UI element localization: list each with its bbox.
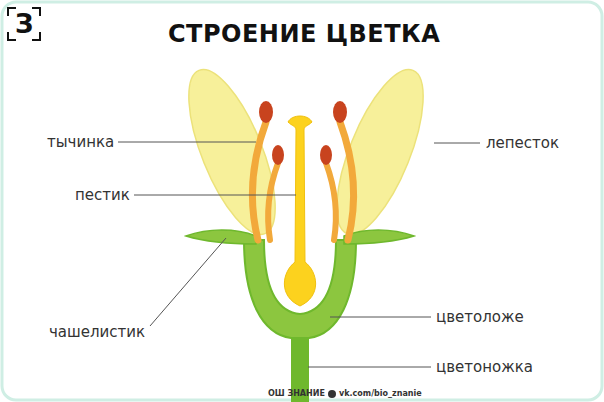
part-label: цветоложе xyxy=(436,309,524,326)
part-label: чашелистик xyxy=(49,324,145,341)
stamen-filament xyxy=(326,163,336,240)
leader-lines xyxy=(118,142,480,367)
pistil xyxy=(284,116,315,306)
vk-icon xyxy=(328,390,336,398)
logo-bracket xyxy=(8,8,40,40)
footer-text: ОШ ЗНАНИЕ xyxy=(268,390,325,399)
sepal xyxy=(186,230,256,244)
part-label: тычинка xyxy=(47,134,114,151)
logo-letter: З xyxy=(15,10,33,39)
sepal xyxy=(344,230,414,244)
stamen-filament xyxy=(268,163,278,240)
anther xyxy=(320,145,332,165)
title: СТРОЕНИЕ ЦВЕТКА xyxy=(168,21,440,47)
part-label: лепесток xyxy=(486,135,559,152)
petal xyxy=(319,59,441,245)
footer-link: vk.com/bio_znanie xyxy=(339,390,422,399)
part-label: цветоножка xyxy=(436,359,533,376)
petal xyxy=(171,59,293,245)
part-label: пестик xyxy=(75,187,130,204)
anther xyxy=(333,101,347,123)
stamen-filament xyxy=(340,122,354,240)
stamen-filament xyxy=(252,122,266,240)
anther xyxy=(259,101,273,123)
anther xyxy=(272,145,284,165)
